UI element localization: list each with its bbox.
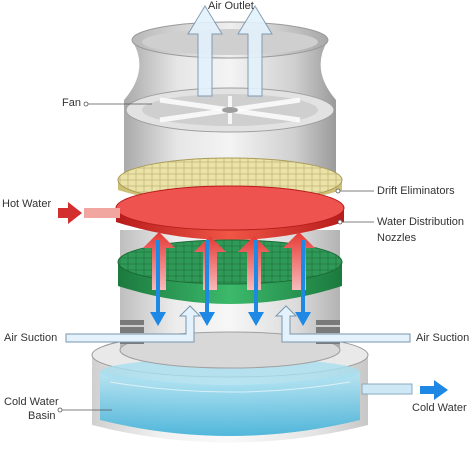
fan (142, 94, 318, 126)
cold-water-label: Cold Water (412, 402, 467, 414)
falling-water-arrows (150, 240, 311, 326)
cold-water-basin-label-line2: Basin (28, 410, 56, 422)
air-outlet-arrows (187, 5, 273, 97)
air-suction-left-label: Air Suction (4, 332, 58, 344)
cold-water-basin-label: Cold Water (4, 396, 59, 408)
air-outlet-label: Air Outlet (208, 0, 254, 12)
fan-label: Fan (62, 97, 81, 109)
air-suction-arrows (65, 305, 411, 343)
water-distribution-label-line2: Nozzles (377, 232, 417, 244)
fill-media (117, 239, 343, 304)
drift-eliminators-label: Drift Eliminators (377, 185, 455, 197)
cold-water-outlet (361, 380, 448, 400)
water-distribution-label: Water Distribution (377, 216, 465, 228)
water-distribution-disc (115, 185, 345, 240)
hot-water-label: Hot Water (2, 198, 52, 210)
hot-water-inlet (58, 202, 120, 224)
label-leaders (57, 101, 374, 413)
air-suction-right-label: Air Suction (416, 332, 470, 344)
